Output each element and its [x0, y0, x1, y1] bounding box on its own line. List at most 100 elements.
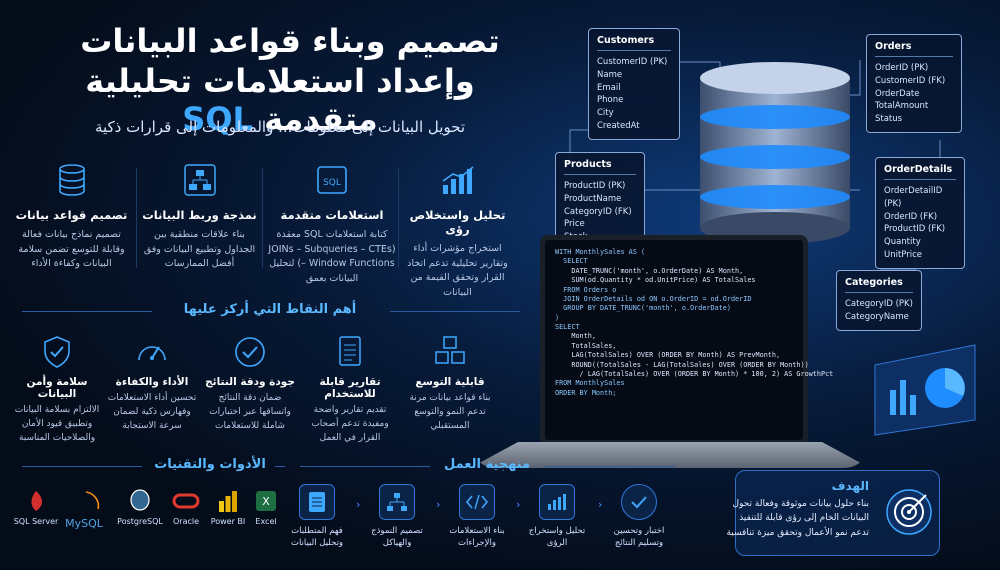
code-line: GROUP BY DATE_TRUNC('month', o.OrderDate… — [555, 304, 731, 313]
step-label: تصميم النموذج والهياكل — [371, 526, 423, 548]
field: CategoryID (FK) — [564, 206, 632, 217]
focus-title: تقارير قابلة للاستخدام — [319, 376, 381, 400]
field: City — [597, 108, 614, 118]
feature-text: بناء علاقات منطقية بين الجداول وتطبيع ال… — [143, 229, 256, 270]
field: Name — [597, 69, 623, 80]
feature-text: استخراج مؤشرات أداء وتقارير تحليلية تدعم… — [407, 243, 508, 299]
sql-file-icon: SQL — [312, 160, 352, 200]
code-line: ROUND((TotalSales - LAG(TotalSales) OVER… — [555, 360, 809, 369]
focus-section-title: أهم النقاط التي أركز عليها — [183, 302, 357, 317]
feature-title: نمذجة وربط البيانات — [142, 208, 257, 222]
excel-logo-icon: X — [240, 488, 292, 514]
laptop-base — [470, 442, 870, 468]
document-icon — [332, 334, 368, 370]
tool-mysql: MySQL — [58, 488, 110, 530]
field: Price — [564, 219, 585, 230]
database-icon — [52, 160, 92, 200]
field: OrderID (PK) — [875, 63, 929, 73]
focus-text: الالتزام بسلامة البيانات وتطبيق قيود الأ… — [14, 405, 100, 443]
field: Phone — [597, 95, 624, 106]
focus-text: تقديم تقارير واضحة ومفيدة تدعم أصحاب الق… — [311, 405, 389, 443]
field: CustomerID (FK) — [875, 75, 946, 86]
shield-check-icon — [39, 334, 75, 370]
focus-title: سلامة وأمن البيانات — [26, 376, 88, 400]
divider — [136, 168, 137, 268]
feature-modeling: نمذجة وربط البيانات بناء علاقات منطقية ب… — [142, 160, 257, 272]
table-categories: Categories CategoryID (PK) CategoryName — [836, 270, 922, 331]
divider — [398, 168, 399, 268]
divider-line — [300, 466, 430, 467]
field: CategoryName — [845, 311, 909, 322]
table-name: Products — [564, 159, 636, 175]
code-line: WITH MonthlySales AS ( — [555, 248, 646, 256]
field: Status — [875, 114, 903, 124]
step-label: فهم المتطلبات وتحليل البيانات — [290, 526, 344, 548]
speedometer-icon — [134, 334, 170, 370]
sql-keyword: SQL — [182, 100, 253, 138]
code-line: SELECT — [555, 323, 580, 331]
focus-item-performance: الأداء والكفاءة تحسين أداء الاستعلامات و… — [107, 334, 197, 434]
tool-label: Oracle — [172, 517, 200, 526]
arrow-right-icon: › — [598, 498, 603, 511]
divider-line — [390, 311, 520, 312]
divider-line — [22, 311, 152, 312]
goal-text: بناء حلول بيانات موثوقة وفعالة تحول البي… — [726, 499, 869, 538]
code-line: FROM MonthlySales — [555, 379, 625, 388]
tool-power-bi: Power BI — [202, 488, 254, 526]
svg-text:X: X — [262, 495, 270, 508]
table-products: Products ProductID (PK) ProductName Cate… — [555, 152, 645, 251]
analytics-panel-icon — [874, 344, 976, 436]
table-name: Customers — [597, 35, 671, 51]
tool-sql-server: SQL Server — [10, 488, 62, 526]
code-line: ORDER BY Month; — [555, 388, 617, 397]
table-orders: Orders OrderID (PK) CustomerID (FK) Orde… — [866, 34, 962, 133]
table-name: Orders — [875, 41, 953, 57]
feature-text: تصميم نماذج بيانات فعالة وقابلة للتوسع ت… — [18, 229, 125, 270]
table-name: OrderDetails — [884, 164, 956, 180]
field: Email — [597, 82, 621, 93]
method-step-build: بناء الاستعلامات والإجراءات — [438, 484, 516, 550]
check-circle-icon — [232, 334, 268, 370]
field: Quantity — [884, 237, 921, 247]
method-section-title: منهجية العمل — [443, 457, 531, 472]
tool-label: SQL Server — [13, 517, 59, 526]
arrow-right-icon: › — [356, 498, 361, 511]
code-icon — [459, 484, 495, 520]
field: CategoryID (PK) — [845, 299, 913, 309]
bar-chart-icon — [539, 484, 575, 520]
code-line: JOIN OrderDetails od ON o.OrderID = od.O… — [555, 294, 752, 303]
divider-line — [545, 466, 675, 467]
code-line: LAG(TotalSales) OVER (ORDER BY Month) AS… — [555, 351, 781, 360]
field: OrderDetailID (PK) — [884, 186, 943, 209]
table-customers: Customers CustomerID (PK) Name Email Pho… — [588, 28, 680, 140]
field: ProductName — [564, 193, 622, 204]
power-bi-logo-icon — [202, 488, 254, 514]
bar-chart-icon — [438, 160, 478, 200]
code-line: FROM Orders o — [555, 285, 617, 294]
goal-box: الهدف بناء حلول بيانات موثوقة وفعالة تحو… — [726, 470, 940, 556]
target-icon — [886, 489, 932, 535]
tool-label: PostgreSQL — [117, 517, 163, 526]
tools-section-title: الأدوات والتقنيات — [154, 457, 266, 472]
step-label: اختبار وتحسين وتسليم النتائج — [613, 526, 665, 548]
method-step-test: اختبار وتحسين وتسليم النتائج — [600, 484, 678, 550]
title-text: وإعداد استعلامات تحليلية متقدمة — [85, 62, 475, 138]
feature-text: كتابة استعلامات SQL معقدة (JOINs – Subqu… — [268, 229, 396, 285]
feature-advanced-queries: SQL استعلامات متقدمة كتابة استعلامات SQL… — [268, 160, 396, 287]
page-title-line2: وإعداد استعلامات تحليلية متقدمة SQL — [40, 62, 520, 138]
method-step-analysis: تحليل واستخراج الرؤى — [518, 484, 596, 550]
code-line: SELECT — [555, 257, 588, 266]
page-subtitle: تحويل البيانات إلى معلومات... والمعلومات… — [94, 118, 466, 136]
focus-title: الأداء والكفاءة — [115, 376, 189, 388]
tool-label: MySQL — [65, 517, 103, 530]
feature-title: تحليل واستخلاص رؤى — [409, 208, 506, 236]
step-label: بناء الاستعلامات والإجراءات — [449, 526, 505, 548]
arrow-right-icon: › — [436, 498, 441, 511]
focus-item-quality: جودة ودقة النتائج ضمان دقة النتائج واتسا… — [205, 334, 295, 434]
code-line: SUM(od.Quantity * od.UnitPrice) AS Total… — [555, 276, 756, 285]
divider-line — [22, 466, 142, 467]
tool-label: Power BI — [210, 517, 246, 526]
feature-db-design: تصميم قواعد بيانات تصميم نماذج بيانات فع… — [14, 160, 129, 272]
field: ProductID (FK) — [884, 224, 946, 235]
field: UnitPrice — [884, 249, 923, 260]
